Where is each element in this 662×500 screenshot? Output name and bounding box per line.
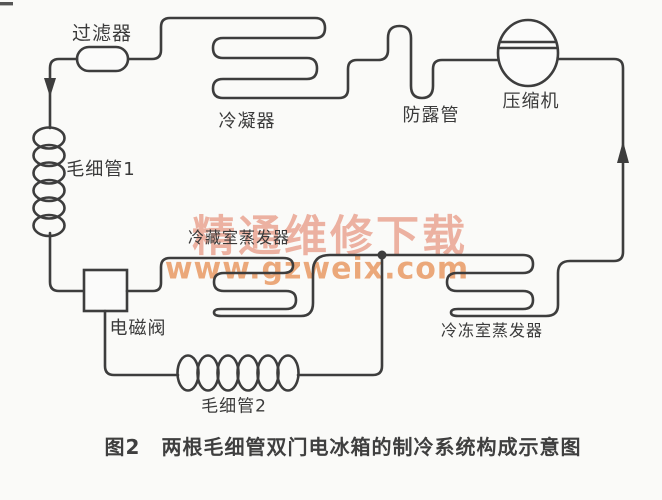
fridge-evaporator-label: 冷藏室蒸发器	[187, 228, 291, 247]
capillary2-coil	[176, 354, 300, 392]
compressor-label: 压缩机	[502, 91, 560, 112]
dew-pipe-label: 防露管	[402, 105, 460, 126]
capillary1-label: 毛细管1	[66, 159, 136, 180]
junction-dot	[377, 250, 387, 260]
capillary2-pipe	[103, 255, 384, 377]
capillary1-pipe	[48, 57, 79, 130]
filter-symbol	[75, 45, 130, 73]
evaporator-pipe	[125, 57, 625, 318]
solenoid-valve-symbol	[82, 268, 129, 313]
flow-arrow-down-icon	[44, 78, 56, 97]
figure-caption: 图2 两根毛细管双门电冰箱的制冷系统构成示意图	[104, 435, 582, 459]
compressor-symbol	[496, 18, 560, 88]
flow-arrow-up-icon	[617, 141, 629, 163]
capillary1-coil	[32, 126, 66, 238]
scan-artifact	[0, 2, 13, 6]
condenser-pipe	[126, 16, 500, 100]
filter-label: 过滤器	[71, 22, 133, 45]
solenoid-valve-label: 电磁阀	[109, 318, 167, 339]
condenser-label: 冷凝器	[218, 111, 276, 132]
capillary2-label: 毛细管2	[201, 396, 267, 417]
freezer-evaporator-label: 冷冻室蒸发器	[440, 321, 544, 340]
valve-inlet-pipe	[48, 231, 86, 293]
